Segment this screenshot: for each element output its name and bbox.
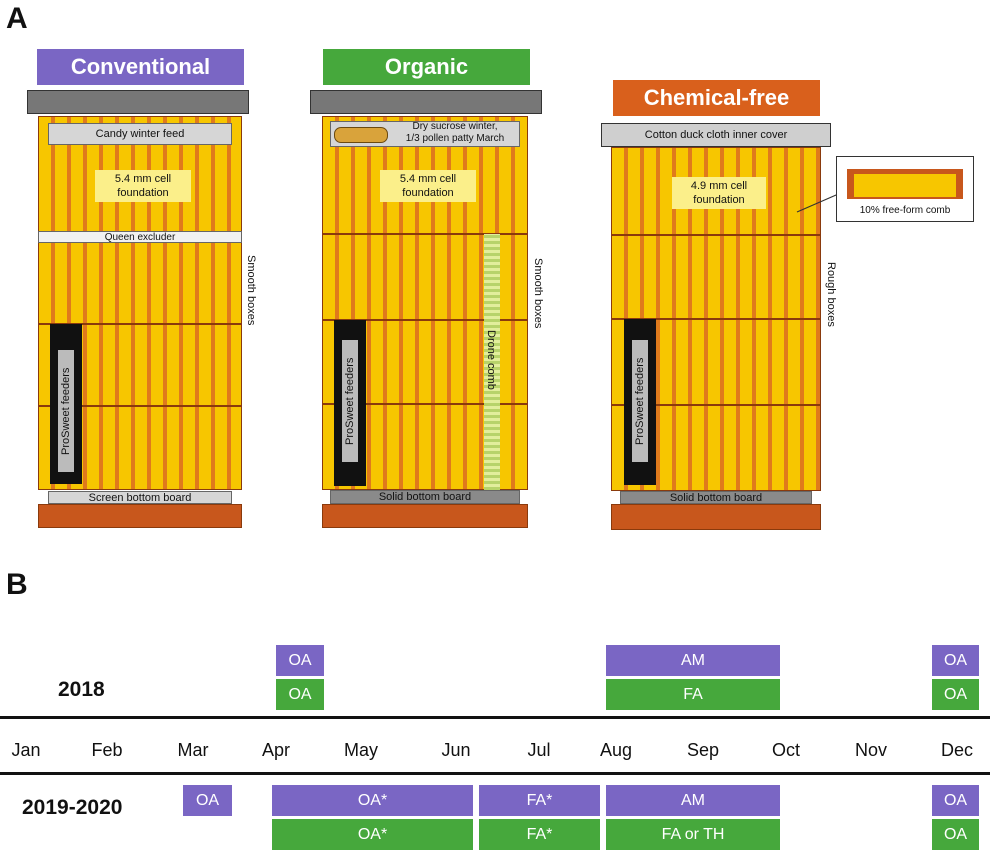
treatment-2019-apr-green: OA* — [272, 819, 473, 850]
year-label-2018: 2018 — [58, 678, 105, 701]
month-label: Jan — [11, 740, 41, 760]
hive-base — [611, 504, 821, 530]
treatment-2018-dec-purple: OA — [932, 645, 979, 676]
month-label: Nov — [854, 740, 887, 760]
side-label: Smooth boxes — [532, 258, 544, 329]
treatment-2019-apr-purple: OA* — [272, 785, 473, 816]
hive-base — [322, 504, 528, 528]
bottom-board-label: Solid bottom board — [620, 491, 812, 504]
callout-connector — [796, 191, 844, 213]
roof — [310, 90, 542, 114]
month-label: Sep — [686, 740, 720, 760]
bottom-board-label: Solid bottom board — [330, 490, 520, 504]
top-feed-label: Dry sucrose winter, 1/3 pollen patty Mar… — [405, 121, 505, 144]
hive-title-organic: Organic — [323, 49, 530, 85]
treatment-2019-mar-purple: OA — [183, 785, 232, 816]
treatment-2019-aug-purple: AM — [606, 785, 780, 816]
month-label: Mar — [177, 740, 209, 760]
drone-comb-label: Drone comb — [485, 330, 497, 390]
feeders-label: ProSweet feeders — [58, 350, 74, 472]
feeders-label: ProSweet feeders — [632, 340, 648, 462]
foundation-label: 5.4 mm cell foundation — [380, 170, 476, 202]
hive-box — [611, 235, 821, 319]
treatment-2018-aug-green: FA — [606, 679, 780, 710]
free-comb-fill — [854, 174, 956, 197]
bottom-board-label: Screen bottom board — [48, 491, 232, 504]
foundation-label: 4.9 mm cell foundation — [672, 177, 766, 209]
hive-box — [38, 242, 242, 324]
month-label: Jun — [441, 740, 471, 760]
treatment-2019-jul-purple: FA* — [479, 785, 600, 816]
hive-base — [38, 504, 242, 528]
side-label: Smooth boxes — [245, 255, 257, 326]
queen-excluder: Queen excluder — [38, 231, 242, 243]
month-label: Aug — [599, 740, 633, 760]
month-label: Feb — [91, 740, 123, 760]
panel-label-a: A — [6, 2, 28, 35]
roof — [27, 90, 249, 114]
timeline-divider-top — [0, 716, 990, 719]
month-label: Jul — [527, 740, 551, 760]
month-label: Apr — [261, 740, 290, 760]
month-label: Dec — [940, 740, 973, 760]
side-label: Rough boxes — [825, 262, 837, 327]
inner-cover-label: Cotton duck cloth inner cover — [601, 123, 831, 147]
free-form-comb-callout: 10% free-form comb — [836, 156, 974, 222]
timeline-divider-bottom — [0, 772, 990, 775]
callout-label: 10% free-form comb — [859, 205, 951, 216]
year-label-2019-2020: 2019-2020 — [22, 796, 123, 819]
treatment-2018-apr-purple: OA — [276, 645, 324, 676]
feeders-label: ProSweet feeders — [342, 340, 358, 462]
hive-title-conventional: Conventional — [37, 49, 244, 85]
pollen-patty-icon — [334, 127, 388, 143]
treatment-2019-aug-green: FA or TH — [606, 819, 780, 850]
month-label: May — [343, 740, 378, 760]
hive-title-chemical-free: Chemical-free — [613, 80, 820, 116]
foundation-label: 5.4 mm cell foundation — [95, 170, 191, 202]
candy-feed-label: Candy winter feed — [48, 123, 232, 145]
month-label: Oct — [771, 740, 800, 760]
treatment-2018-aug-purple: AM — [606, 645, 780, 676]
treatment-2018-apr-green: OA — [276, 679, 324, 710]
treatment-2019-jul-green: FA* — [479, 819, 600, 850]
treatment-2019-dec-green: OA — [932, 819, 979, 850]
treatment-2019-dec-purple: OA — [932, 785, 979, 816]
treatment-2018-dec-green: OA — [932, 679, 979, 710]
drone-comb-frame — [484, 234, 500, 490]
panel-label-b: B — [6, 568, 28, 601]
